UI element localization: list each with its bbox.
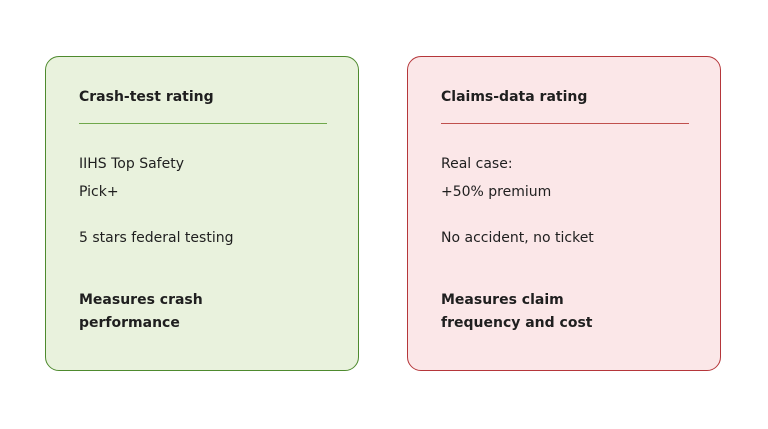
card-line: +50% premium <box>441 184 552 200</box>
card-line: No accident, no ticket <box>441 230 594 246</box>
summary-line: frequency and cost <box>441 315 593 331</box>
summary-line: Measures claim <box>441 292 564 308</box>
card-line: 5 stars federal testing <box>79 230 234 246</box>
card-title: Claims-data rating <box>441 89 588 105</box>
card-line: IIHS Top Safety <box>79 156 184 172</box>
card-summary: Measures crash performance <box>79 289 203 335</box>
summary-line: performance <box>79 315 180 331</box>
claims-data-card: Claims-data rating Real case: +50% premi… <box>407 56 721 371</box>
card-title: Crash-test rating <box>79 89 214 105</box>
card-line: Real case: <box>441 156 513 172</box>
title-divider <box>441 123 689 124</box>
card-line: Pick+ <box>79 184 119 200</box>
summary-line: Measures crash <box>79 292 203 308</box>
crash-test-card: Crash-test rating IIHS Top Safety Pick+ … <box>45 56 359 371</box>
card-summary: Measures claim frequency and cost <box>441 289 593 335</box>
title-divider <box>79 123 327 124</box>
